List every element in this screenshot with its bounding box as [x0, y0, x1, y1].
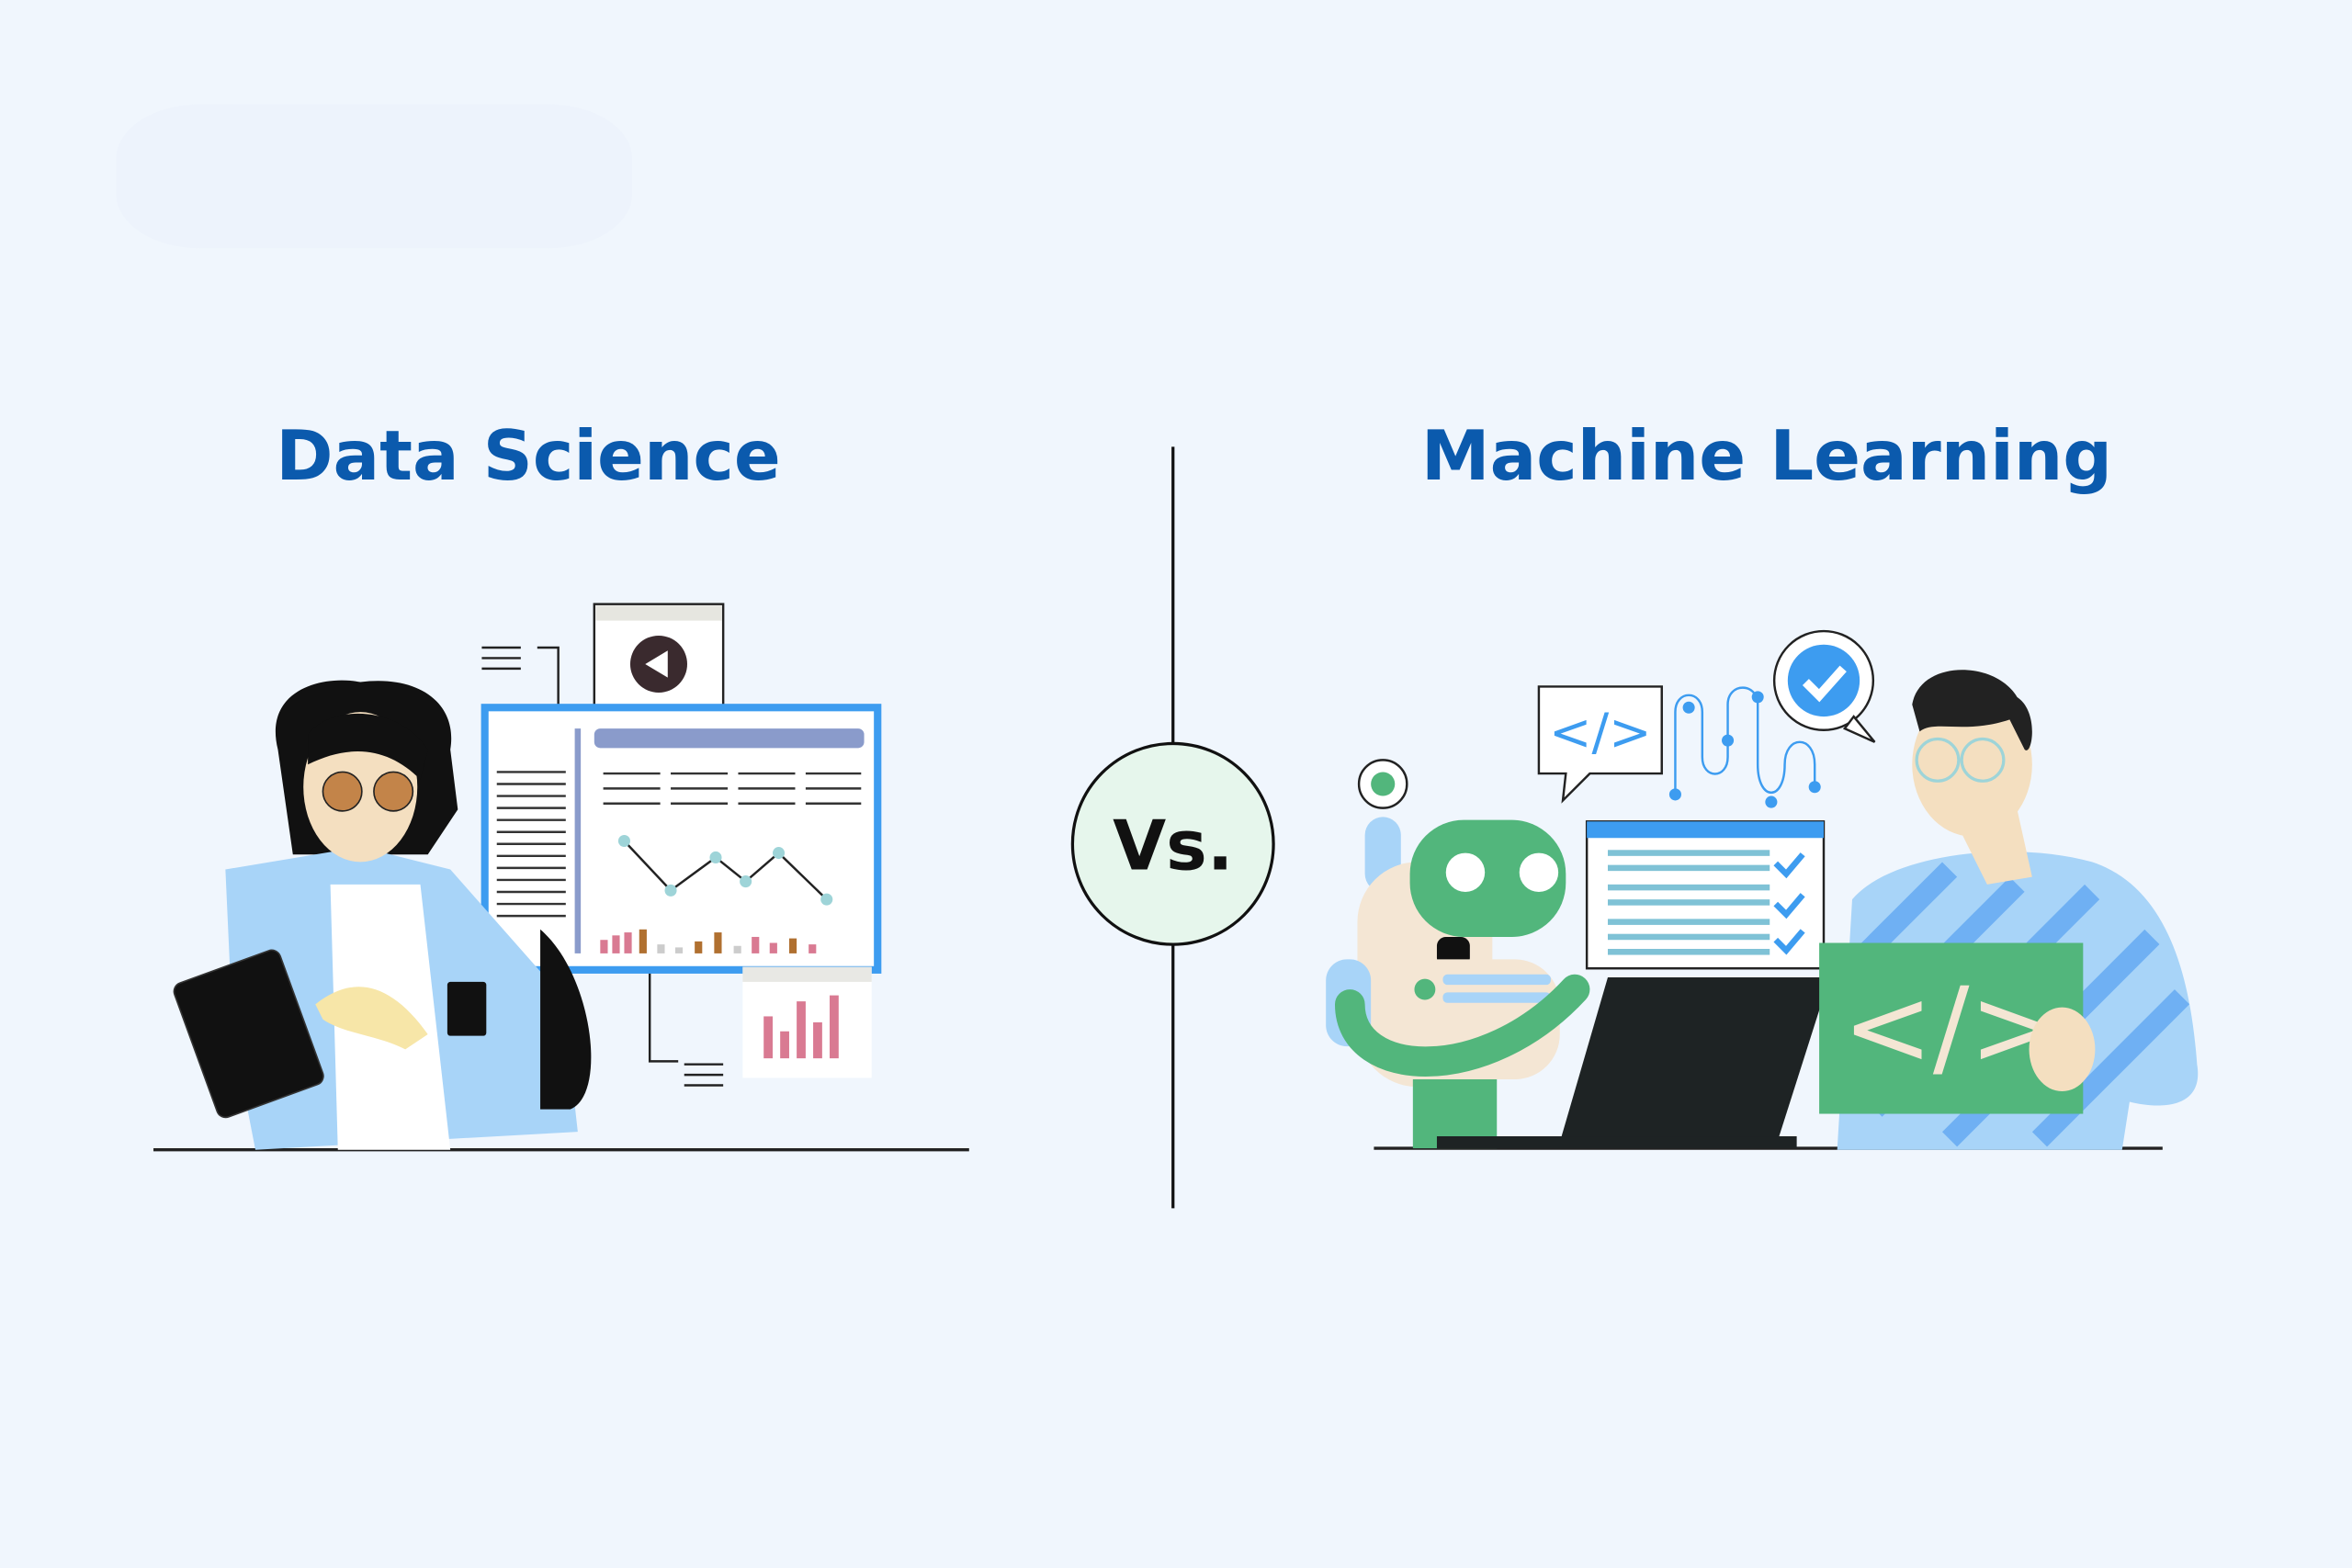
svg-text:</>: </> [1549, 704, 1652, 762]
checkmark-icon [1773, 852, 1805, 955]
data-science-title: Data Science [276, 415, 781, 496]
svg-text:</>: </> [1842, 964, 2059, 1090]
code-icon: </> [1537, 685, 1663, 804]
machine-learning-title: Machine Learning [1421, 415, 2112, 496]
checkmark-badge-icon [1772, 629, 1876, 743]
vs-divider: Vs. [1070, 446, 1275, 1209]
machine-learning-illustration: </> [1326, 629, 2199, 1150]
data-science-illustration [153, 603, 969, 1152]
vs-label: Vs. [1113, 806, 1233, 886]
faded-banner [116, 104, 633, 249]
